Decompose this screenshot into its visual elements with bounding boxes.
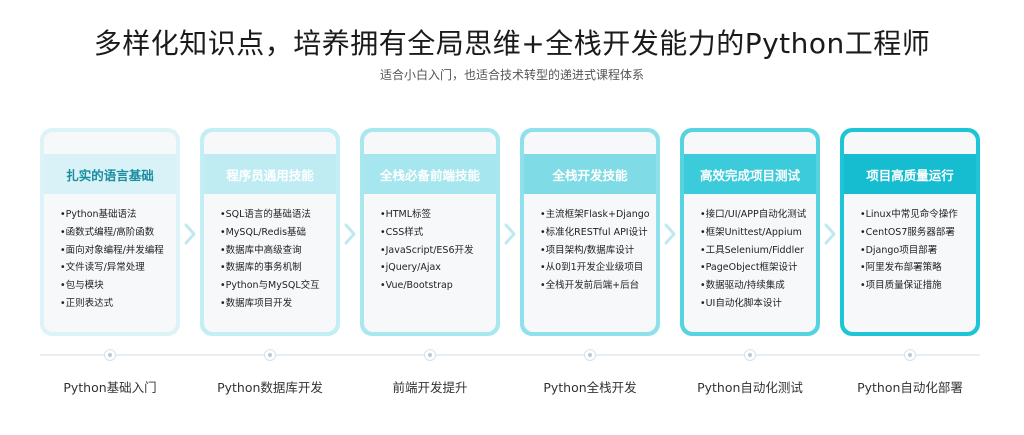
stage-label: Python数据库开发 (217, 380, 323, 395)
course-card: 程序员通用技能 •SQL语言的基础语法 •MySQL/Redis基础 •数据库中高级查… (200, 128, 340, 336)
card-topic-item: •Vue/Bootstrap (380, 280, 453, 292)
course-card: 扎实的语言基础 •Python基础语法 •函数式编程/高阶函数 •面向对象编程/并发编… (40, 128, 180, 336)
card-title: 全栈开发技能 (524, 154, 656, 194)
timeline-dot (744, 349, 756, 361)
timeline-dot (264, 349, 276, 361)
card-topic-item: •CSS样式 (380, 226, 424, 238)
card-topic-item: •MySQL/Redis基础 (220, 226, 307, 238)
timeline-dot (424, 349, 436, 361)
course-card: 项目高质量运行 •Linux中常见命令操作 •CentOS7服务器部署 •Django… (840, 128, 980, 336)
card-title: 程序员通用技能 (204, 154, 336, 194)
card-topic-item: •CentOS7服务器部署 (860, 226, 955, 238)
card-body: 高效完成项目测试 •接口/UI/APP自动化测试 •框架Unittest/Appiu… (684, 132, 816, 332)
card-body: 程序员通用技能 •SQL语言的基础语法 •MySQL/Redis基础 •数据库中高级查… (204, 132, 336, 332)
card-topic-list: •Linux中常见命令操作 •CentOS7服务器部署 •Django项目部署 •阿里… (844, 194, 976, 295)
card-topic-item: •Linux中常见命令操作 (860, 209, 958, 220)
chevron-right-icon (184, 223, 196, 245)
card-topic-item: •函数式编程/高阶函数 (60, 226, 155, 238)
card-topic-item: •项目架构/数据库设计 (540, 244, 635, 256)
card-topic-item: •接口/UI/APP自动化测试 (700, 209, 807, 220)
card-topic-item: •UI自动化脚本设计 (700, 297, 782, 309)
card-topic-item: •标准化RESTful API设计 (540, 226, 648, 238)
stage-label: Python全栈开发 (543, 380, 637, 395)
card-topic-item: •面向对象编程/并发编程 (60, 244, 164, 256)
chevron-right-icon (824, 223, 836, 245)
timeline-line (40, 354, 980, 356)
card-topic-item: •从0到1开发企业级项目 (540, 262, 644, 274)
card-topic-list: •接口/UI/APP自动化测试 •框架Unittest/Appium •工具Sele… (684, 194, 816, 313)
stage-label: Python基础入门 (63, 380, 157, 395)
page-subtitle: 适合小白入门，也适合技术转型的递进式课程体系 (379, 68, 644, 82)
chevron-right-icon (504, 223, 516, 245)
chevron-right-icon (664, 223, 676, 245)
card-topic-list: •HTML标签 •CSS样式 •JavaScript/ES6开发 •jQuery/Aj… (364, 194, 496, 295)
card-title: 高效完成项目测试 (684, 154, 816, 194)
card-topic-item: •数据库中高级查询 (220, 244, 302, 256)
card-body: 全栈开发技能 •主流框架Flask+Django •标准化RESTful API设计… (524, 132, 656, 332)
card-topic-item: •Python与MySQL交互 (220, 280, 320, 292)
card-topic-item: •全栈开发前后端+后台 (540, 280, 640, 292)
card-topic-item: •JavaScript/ES6开发 (380, 244, 474, 256)
card-topic-item: •PageObject框架设计 (700, 262, 798, 274)
card-title: 全栈必备前端技能 (364, 154, 496, 194)
chevron-right-icon (344, 223, 356, 245)
card-topic-item: •Python基础语法 (60, 209, 137, 220)
course-card: 全栈开发技能 •主流框架Flask+Django •标准化RESTful API设计… (520, 128, 660, 336)
card-topic-item: •工具Selenium/Fiddler (700, 244, 804, 256)
card-topic-item: •数据库项目开发 (220, 297, 293, 309)
card-topic-item: •SQL语言的基础语法 (220, 209, 311, 220)
card-topic-item: •主流框架Flask+Django (540, 209, 650, 220)
course-card: 高效完成项目测试 •接口/UI/APP自动化测试 •框架Unittest/Appiu… (680, 128, 820, 336)
card-topic-list: •SQL语言的基础语法 •MySQL/Redis基础 •数据库中高级查询 •数据库的事… (204, 194, 336, 313)
card-topic-item: •HTML标签 (380, 209, 432, 220)
timeline-dot (104, 349, 116, 361)
timeline-dot (584, 349, 596, 361)
card-topic-item: •框架Unittest/Appium (700, 226, 802, 238)
timeline-dot (904, 349, 916, 361)
card-topic-item: •阿里发布部署策略 (860, 262, 942, 274)
card-topic-item: •正则表达式 (60, 297, 114, 309)
card-topic-item: •项目质量保证措施 (860, 280, 942, 292)
stage-label: 前端开发提升 (392, 380, 468, 395)
card-topic-item: •jQuery/Ajax (380, 262, 441, 274)
card-body: 扎实的语言基础 •Python基础语法 •函数式编程/高阶函数 •面向对象编程/并发编… (44, 132, 176, 332)
card-topic-item: •文件读写/异常处理 (60, 262, 145, 274)
card-topic-item: •包与模块 (60, 280, 104, 292)
course-cards: 扎实的语言基础 •Python基础语法 •函数式编程/高阶函数 •面向对象编程/并发编… (40, 128, 980, 338)
card-title: 项目高质量运行 (844, 154, 976, 194)
card-topic-item: •Django项目部署 (860, 244, 938, 256)
card-title: 扎实的语言基础 (44, 154, 176, 194)
card-body: 项目高质量运行 •Linux中常见命令操作 •CentOS7服务器部署 •Django… (844, 132, 976, 332)
stage-label: Python自动化部署 (857, 380, 963, 395)
card-body: 全栈必备前端技能 •HTML标签 •CSS样式 •JavaScript/ES6开发 •j… (364, 132, 496, 332)
stage-label: Python自动化测试 (697, 380, 803, 395)
card-topic-item: •数据库的事务机制 (220, 262, 302, 274)
card-topic-item: •数据驱动/持续集成 (700, 280, 785, 292)
card-topic-list: •Python基础语法 •函数式编程/高阶函数 •面向对象编程/并发编程 •文件读写/… (44, 194, 176, 313)
card-topic-list: •主流框架Flask+Django •标准化RESTful API设计 •项目架构/… (524, 194, 656, 295)
course-card: 全栈必备前端技能 •HTML标签 •CSS样式 •JavaScript/ES6开发 •j… (360, 128, 500, 336)
page-title: 多样化知识点，培养拥有全局思维+全栈开发能力的Python工程师 (93, 27, 931, 60)
